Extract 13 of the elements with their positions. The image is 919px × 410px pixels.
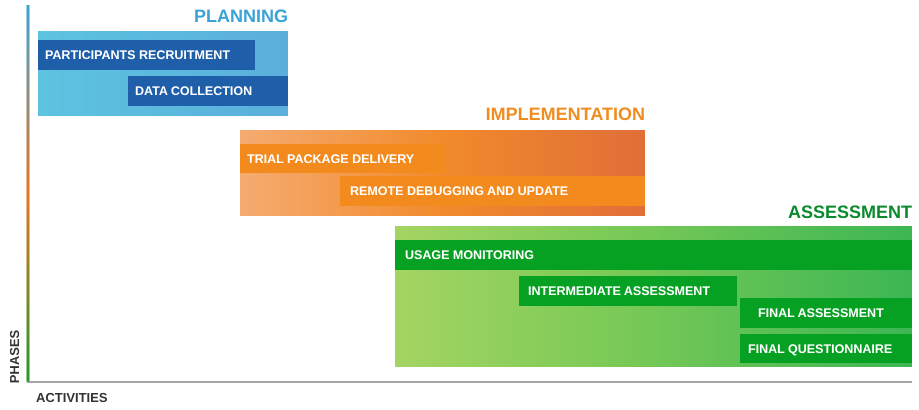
- activity-bar: DATA COLLECTION: [128, 76, 288, 106]
- activity-bar: FINAL QUESTIONNAIRE: [740, 334, 912, 363]
- phase-heading: PLANNING: [193, 5, 288, 28]
- axis-label: ACTIVITIES: [36, 390, 108, 405]
- phase-heading: IMPLEMENTATION: [484, 103, 645, 126]
- activity-bar: INTERMEDIATE ASSESSMENT: [519, 276, 737, 306]
- phase-heading: ASSESSMENT: [786, 201, 912, 224]
- activity-bar: FINAL ASSESSMENT: [740, 298, 912, 328]
- activity-bar: TRIAL PACKAGE DELIVERY: [240, 144, 445, 173]
- activity-bar: REMOTE DEBUGGING AND UPDATE: [340, 176, 645, 206]
- activity-bar: PARTICIPANTS RECRUITMENT: [38, 40, 255, 70]
- activity-bar: USAGE MONITORING: [395, 240, 912, 270]
- axis-label: PHASES: [6, 329, 22, 383]
